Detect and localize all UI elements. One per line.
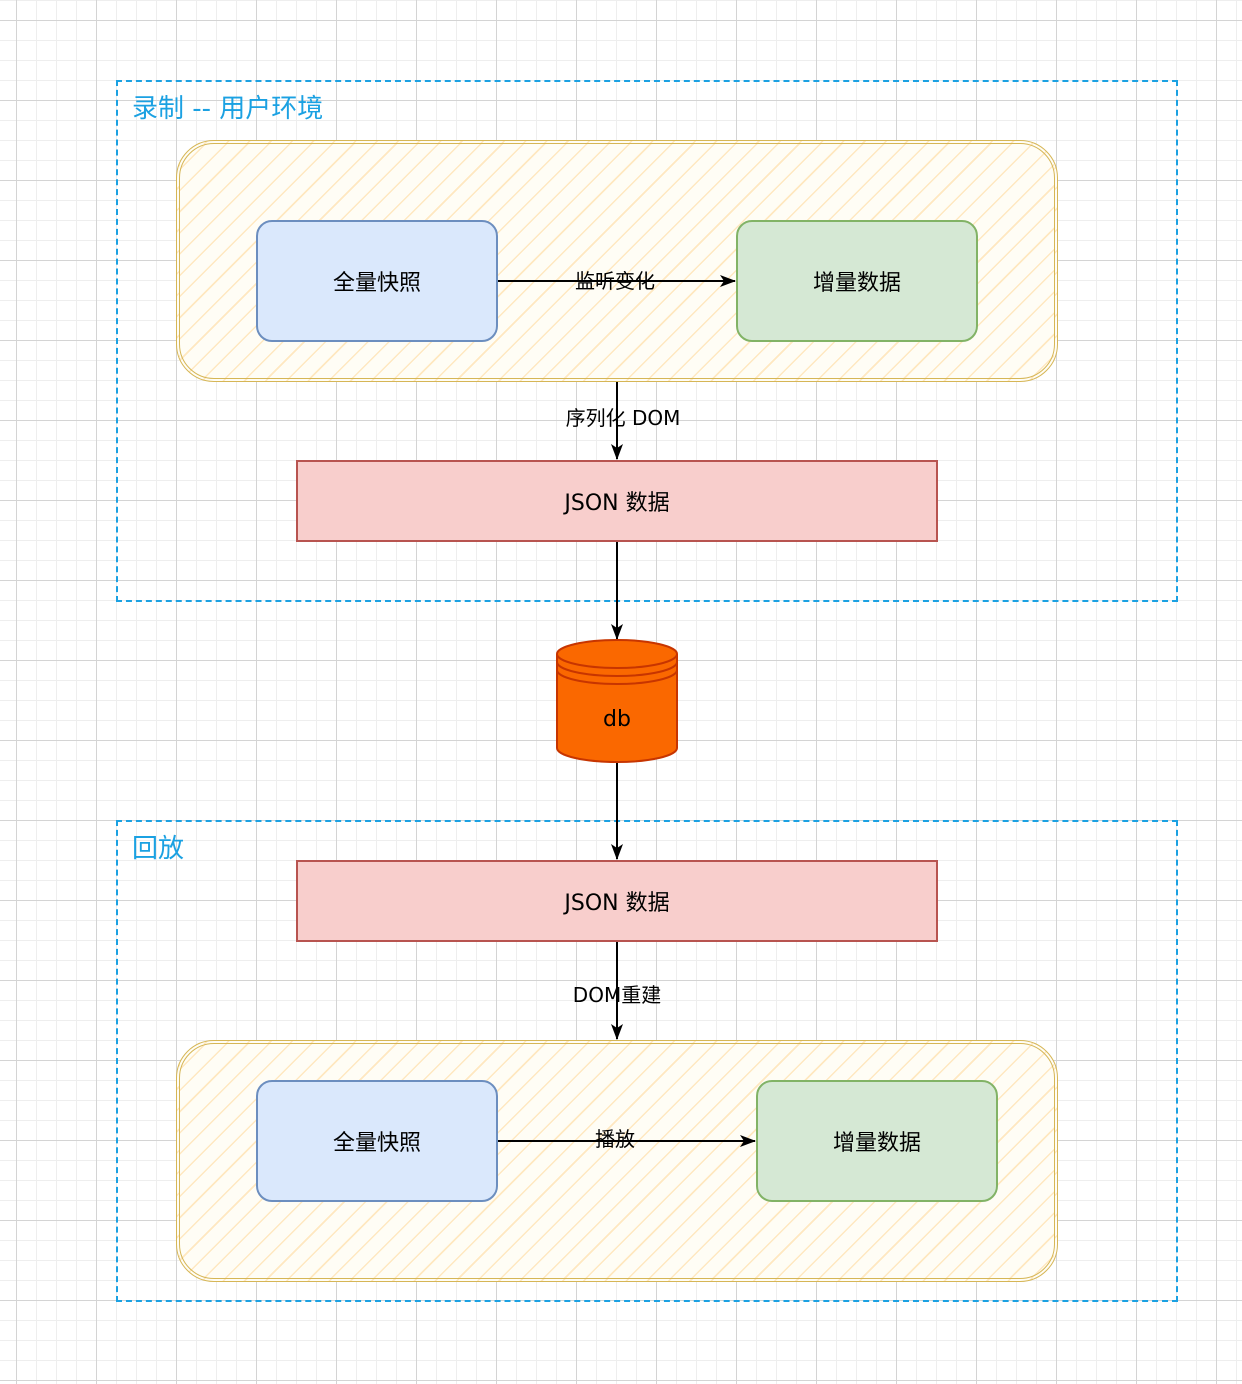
edge-monitor-label: 监听变化 [575,269,655,293]
replay-json-data-label: JSON 数据 [564,891,670,916]
replay-full-snapshot-node: 全量快照 [256,1080,498,1202]
edge-rebuild-label: DOM重建 [572,983,662,1007]
record-incremental-data-node: 增量数据 [736,220,978,342]
record-json-data-label: JSON 数据 [564,491,670,516]
replay-incremental-data-node: 增量数据 [756,1080,998,1202]
replay-group: 回放 [116,820,1178,1302]
record-group: 录制 -- 用户环境 [116,80,1178,602]
edge-play-label: 播放 [595,1127,635,1151]
replay-group-title: 回放 [132,834,185,864]
database-label: db [603,707,631,732]
edge-serialize-label: 序列化 DOM [565,406,681,430]
replay-full-snapshot-label: 全量快照 [332,1131,421,1156]
replay-incremental-data-label: 增量数据 [832,1131,921,1156]
record-group-title: 录制 -- 用户环境 [132,94,324,124]
record-json-data-node: JSON 数据 [296,460,938,542]
replay-json-data-node: JSON 数据 [296,860,938,942]
record-full-snapshot-node: 全量快照 [256,220,498,342]
database-cylinder-icon [556,639,678,763]
record-incremental-data-label: 增量数据 [812,271,901,296]
record-full-snapshot-label: 全量快照 [332,271,421,296]
